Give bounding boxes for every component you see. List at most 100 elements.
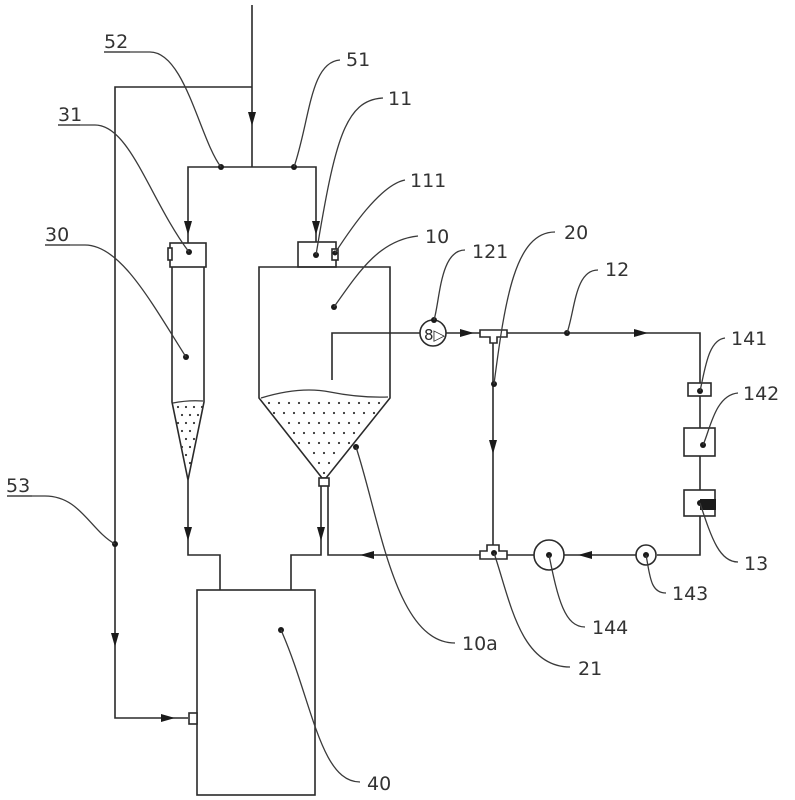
tank-outlet-line — [290, 486, 322, 590]
particle-speck — [282, 411, 286, 415]
leader-11 — [315, 97, 384, 256]
particle-speck — [297, 441, 301, 445]
pump-glyph: 8▷ — [424, 326, 446, 344]
particle-speck — [292, 411, 296, 415]
leader-141 — [699, 337, 726, 392]
arrow-down-tank-outlet — [317, 527, 325, 541]
leader-31 — [58, 124, 190, 253]
leader-30 — [45, 244, 187, 358]
particle-speck — [317, 421, 321, 425]
arrow-down-53 — [111, 633, 119, 647]
leader-21 — [493, 552, 571, 668]
particle-speck — [184, 405, 188, 409]
leader-111 — [334, 179, 406, 254]
particle-speck — [287, 401, 291, 405]
leader-10 — [333, 235, 419, 308]
filter-142 — [683, 427, 716, 457]
particle-speck — [272, 411, 276, 415]
leader-51 — [293, 59, 341, 168]
particle-speck — [317, 401, 321, 405]
arrow-down-main — [248, 112, 256, 126]
particle-speck — [352, 411, 356, 415]
column-bed-line — [172, 400, 204, 404]
particle-speck — [176, 421, 180, 425]
collection-tank-40 — [188, 589, 316, 796]
label-30: 30 — [45, 224, 69, 246]
particle-speck — [332, 431, 336, 435]
particle-speck — [180, 413, 184, 417]
leader-52 — [104, 51, 222, 168]
particle-speck — [322, 451, 326, 455]
particle-speck — [192, 421, 196, 425]
return-line-to-tank — [327, 486, 480, 556]
leader-53 — [7, 495, 116, 545]
column-particles — [176, 405, 204, 465]
tee-20 — [479, 329, 508, 344]
column-inlet-fitting-31 — [169, 242, 207, 268]
arrow-down-tank — [312, 221, 320, 235]
particle-speck — [196, 413, 200, 417]
reference-labels: 52 51 11 31 111 30 10 121 20 12 141 142 … — [6, 31, 779, 795]
particle-speck — [352, 431, 356, 435]
column-body — [171, 267, 205, 481]
particle-speck — [327, 461, 331, 465]
collection-tank-body — [196, 589, 316, 796]
label-31: 31 — [58, 104, 82, 126]
particle-speck — [322, 411, 326, 415]
particle-speck — [357, 401, 361, 405]
label-141: 141 — [731, 328, 767, 350]
leader-lines — [7, 51, 739, 783]
particle-speck — [347, 421, 351, 425]
arrow-down-bypass — [489, 440, 497, 454]
leader-13 — [699, 502, 739, 563]
leader-12 — [566, 269, 599, 334]
leader-143 — [645, 554, 667, 594]
return-pipe-inner — [331, 332, 420, 380]
label-111: 111 — [410, 170, 446, 192]
particle-speck — [327, 441, 331, 445]
leader-142 — [702, 392, 739, 446]
heater-element — [700, 499, 716, 510]
particle-speck — [297, 401, 301, 405]
leader-20 — [493, 231, 556, 385]
particle-speck — [200, 405, 204, 409]
loop-line-top — [507, 332, 701, 383]
arrow-right-pump — [460, 329, 474, 337]
particle-speck — [307, 401, 311, 405]
particle-speck — [188, 413, 192, 417]
particle-speck — [184, 437, 188, 441]
particle-speck — [180, 429, 184, 433]
bed-surface-line — [260, 389, 389, 399]
particle-speck — [312, 431, 316, 435]
leader-10a — [355, 446, 456, 644]
particle-speck — [322, 471, 326, 475]
particle-speck — [184, 421, 188, 425]
label-13: 13 — [744, 553, 768, 575]
particle-speck — [317, 461, 321, 465]
leader-dots — [112, 164, 706, 633]
particle-speck — [337, 401, 341, 405]
column-side-nub — [167, 247, 173, 261]
particle-speck — [347, 401, 351, 405]
collection-tank-inlet-port — [188, 712, 198, 725]
particle-speck — [292, 431, 296, 435]
arrow-left-bottom — [578, 551, 592, 559]
particle-speck — [337, 441, 341, 445]
feed-lines — [111, 5, 320, 722]
particle-speck — [332, 451, 336, 455]
arrow-right-top — [634, 329, 648, 337]
particle-speck — [267, 401, 271, 405]
particle-speck — [277, 401, 281, 405]
particle-speck — [312, 451, 316, 455]
label-51: 51 — [346, 49, 370, 71]
particle-speck — [188, 461, 192, 465]
particle-speck — [307, 441, 311, 445]
label-40: 40 — [367, 773, 391, 795]
label-142: 142 — [743, 383, 779, 405]
label-20: 20 — [564, 222, 588, 244]
particle-speck — [362, 411, 366, 415]
particle-speck — [307, 421, 311, 425]
particle-speck — [192, 437, 196, 441]
particle-speck — [327, 401, 331, 405]
